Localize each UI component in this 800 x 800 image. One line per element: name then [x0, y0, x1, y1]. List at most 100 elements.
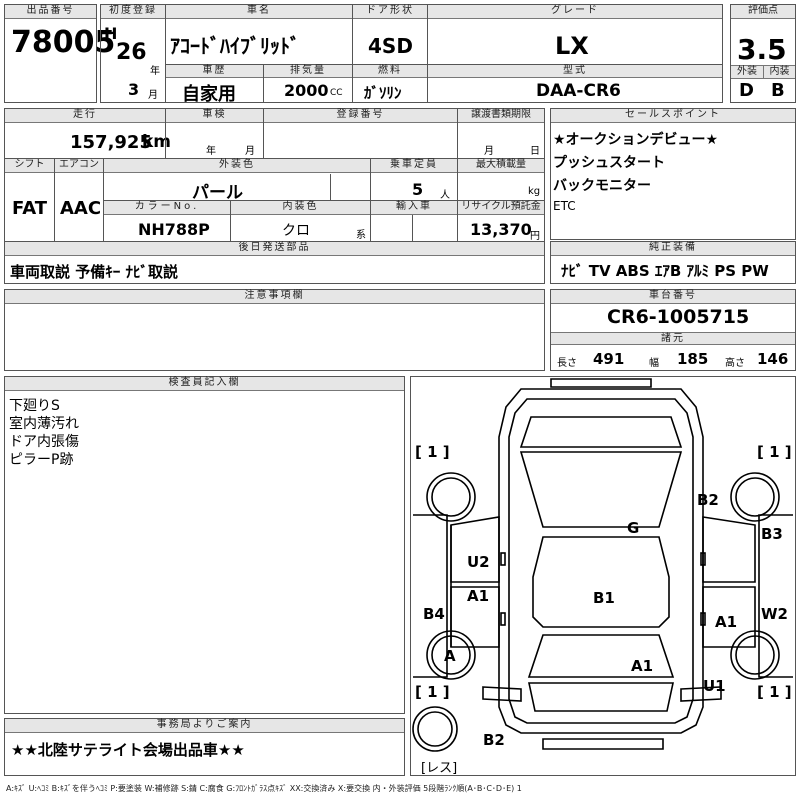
ac: AAC [60, 198, 102, 219]
color-no: NH788P [138, 220, 210, 239]
sales-line: ETC [553, 199, 576, 213]
km-unit: km [142, 132, 172, 152]
damage-mark: A1 [715, 613, 738, 631]
inspector-line: 室内薄汚れ [9, 416, 79, 432]
inspector-line: 下廻りS [9, 398, 60, 414]
model-label: 型式 [428, 65, 722, 78]
int-score: B [771, 80, 785, 101]
lot-label: 出品番号 [5, 5, 96, 19]
damage-mark: U2 [467, 553, 490, 571]
inspector-label: 検査員記入欄 [5, 377, 404, 391]
damage-mark: B3 [761, 525, 783, 543]
kg-unit: kg [528, 186, 541, 197]
reg-number-label: 登録番号 [264, 109, 457, 123]
cc-unit: CC [330, 88, 343, 98]
damage-mark: A1 [467, 587, 490, 605]
color-label: 外装色 [104, 159, 370, 173]
damage-mark: B4 [423, 605, 445, 623]
door-type: 4SD [368, 34, 413, 58]
model: DAA-CR6 [536, 81, 621, 101]
office-label: 事務局よりご案内 [5, 719, 404, 733]
score: 3.5 [737, 33, 787, 66]
car-name: ｱｺｰﾄﾞﾊｲﾌﾞﾘｯﾄﾞ [170, 34, 300, 58]
chassis-label: 車台番号 [551, 290, 795, 304]
car-name-label: 車名 [166, 5, 352, 19]
dims-label: 諸元 [551, 332, 795, 345]
damage-mark: [ 1 ] [757, 443, 792, 461]
length-label: 長さ [557, 358, 577, 369]
lot-box: 出品番号 78005 [4, 4, 115, 103]
later-parts: 車両取説 予備ｷｰ ﾅﾋﾞ取説 [10, 263, 178, 281]
inspector-line: ピラーP跡 [9, 452, 74, 468]
color: パール [192, 183, 243, 203]
insp-month-unit: 月 [245, 146, 255, 157]
damage-mark: A1 [631, 657, 654, 675]
notes-label: 注意事項欄 [5, 290, 544, 304]
office-box: 事務局よりご案内 ★★北陸サテライト会場出品車★★ [4, 718, 405, 776]
later-parts-label: 後日発送部品 [5, 242, 544, 256]
length: 491 [593, 350, 625, 368]
yen-unit: 円 [530, 231, 540, 242]
transfer-day-unit: 日 [530, 146, 540, 157]
int-label: 内装 [763, 65, 795, 79]
sales-line: ★オークションデビュー★ [553, 132, 719, 148]
history: 自家用 [182, 84, 236, 105]
damage-mark: B1 [593, 589, 615, 607]
equip-items: ﾅﾋﾞ TV ABS ｴｱB ｱﾙﾐ PS PW [561, 262, 769, 280]
office-text: ★★北陸サテライト会場出品車★★ [11, 741, 245, 759]
car-outline [412, 378, 793, 752]
damage-mark: B2 [697, 491, 719, 509]
vehicle-info [4, 108, 545, 284]
damage-mark: U1 [703, 677, 726, 695]
shift: FAT [12, 198, 48, 219]
damage-mark: B2 [483, 731, 505, 749]
grade: LX [555, 32, 589, 60]
chassis-box: 車台番号 CR6-1005715 諸元 長さ 491 幅 185 高さ 146 [550, 289, 796, 371]
damage-mark: [ 1 ] [757, 683, 792, 701]
transfer-label: 譲渡書類期限 [458, 109, 544, 123]
width-label: 幅 [649, 358, 659, 369]
ext-label: 外装 [731, 65, 763, 79]
chassis-number: CR6-1005715 [607, 306, 750, 328]
int-color: クロ [282, 223, 310, 239]
grade-label: グレード [428, 5, 722, 19]
first-reg-label: 初度登録 [101, 5, 165, 19]
recycle-label: リサイクル預託金 [458, 201, 544, 215]
damage-mark: [レス] [421, 761, 458, 776]
damage-mark: G [627, 519, 640, 537]
reg-month: 3 [128, 80, 140, 99]
inspection-label: 車検 [166, 109, 263, 123]
car-diagram: [ 1 ] [ 1 ] B2 B3 G U2 A1 B1 B4 A1 W2 A … [410, 376, 796, 776]
history-label: 車歴 [166, 65, 263, 78]
reg-year: 26 [116, 40, 147, 65]
displacement: 2000 [284, 81, 329, 100]
sales-label: セールスポイント [551, 109, 795, 123]
load-label: 最大積載量 [458, 159, 544, 173]
mileage-label: 走行 [5, 109, 165, 123]
fuel: ｶﾞｿﾘﾝ [364, 84, 402, 102]
damage-mark: [ 1 ] [415, 683, 450, 701]
capacity: 5 [412, 180, 424, 199]
capacity-label: 乗車定員 [371, 159, 457, 173]
inspector-box: 検査員記入欄 下廻りS 室内薄汚れ ドア内張傷 ピラーP跡 [4, 376, 405, 714]
width: 185 [677, 350, 709, 368]
sales-line: プッシュスタート [553, 155, 665, 171]
year-unit: 年 [150, 66, 160, 77]
mileage: 157,925 [70, 132, 152, 153]
damage-mark: A [444, 647, 456, 665]
ac-label: エアコン [55, 159, 103, 173]
height-label: 高さ [725, 358, 745, 369]
kei-unit: 系 [356, 230, 366, 241]
insp-year-unit: 年 [206, 146, 216, 157]
transfer-month-unit: 月 [484, 146, 494, 157]
ext-score: D [739, 80, 754, 101]
equip-box: 純正装備 ﾅﾋﾞ TV ABS ｴｱB ｱﾙﾐ PS PW [550, 241, 796, 284]
color-no-label: カラーNo. [104, 201, 230, 215]
score-label: 評価点 [731, 5, 795, 19]
damage-mark: [ 1 ] [415, 443, 450, 461]
month-unit: 月 [148, 90, 158, 101]
import-label: 輸入車 [371, 201, 457, 215]
door-label: ドア形状 [353, 5, 427, 19]
person-unit: 人 [440, 190, 450, 201]
sales-line: バックモニター [553, 178, 651, 194]
